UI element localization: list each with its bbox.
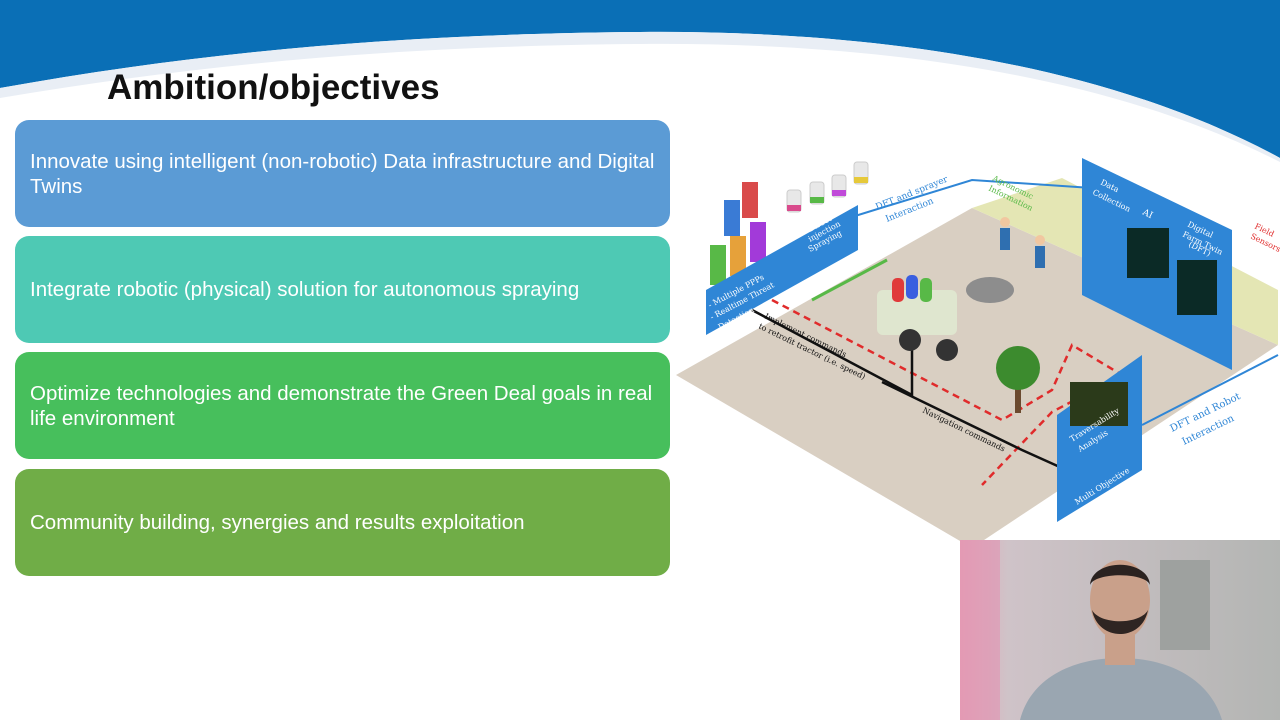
tree: [996, 346, 1040, 413]
objective-box-robotic-spraying: Integrate robotic (physical) solution fo…: [15, 236, 670, 343]
objective-box-community-building: Community building, synergies and result…: [15, 469, 670, 576]
top-blue-band: [0, 0, 1280, 163]
navigation-arrow: [881, 380, 1063, 470]
dft-screen-2: [1177, 260, 1217, 315]
dft-screen: [1127, 228, 1169, 278]
objective-box-data-infrastructure: Innovate using intelligent (non-robotic)…: [15, 120, 670, 227]
objective-text: Community building, synergies and result…: [30, 511, 525, 534]
presenter-webcam: [960, 540, 1280, 720]
objective-text: Optimize technologies and demonstrate th…: [30, 381, 653, 430]
slide-title: Ambition/objectives: [107, 68, 440, 107]
traversability-screen: [1070, 382, 1128, 426]
farm-system-diagram: Direct injection Spraying - Multiple PPP…: [676, 158, 1280, 548]
dft-robot-arrow: [1141, 354, 1279, 426]
objective-text: Integrate robotic (physical) solution fo…: [30, 278, 580, 301]
ai-label: AI: [1140, 207, 1155, 221]
rock: [966, 277, 1014, 303]
navigation-route: [771, 298, 1125, 486]
implement-arrow: [751, 308, 914, 398]
objective-text: Innovate using intelligent (non-robotic)…: [30, 149, 655, 198]
farmers: [1000, 217, 1045, 268]
dft-sprayer-arrow: [841, 178, 1093, 221]
presenter-video: [960, 540, 1280, 720]
objective-box-green-deal: Optimize technologies and demonstrate th…: [15, 352, 670, 459]
ppp-bottles: [786, 161, 869, 213]
robotic-sprayer-tractor: [811, 258, 958, 361]
ppp-cards: [710, 182, 766, 285]
direct-injection-panel: [706, 205, 858, 335]
